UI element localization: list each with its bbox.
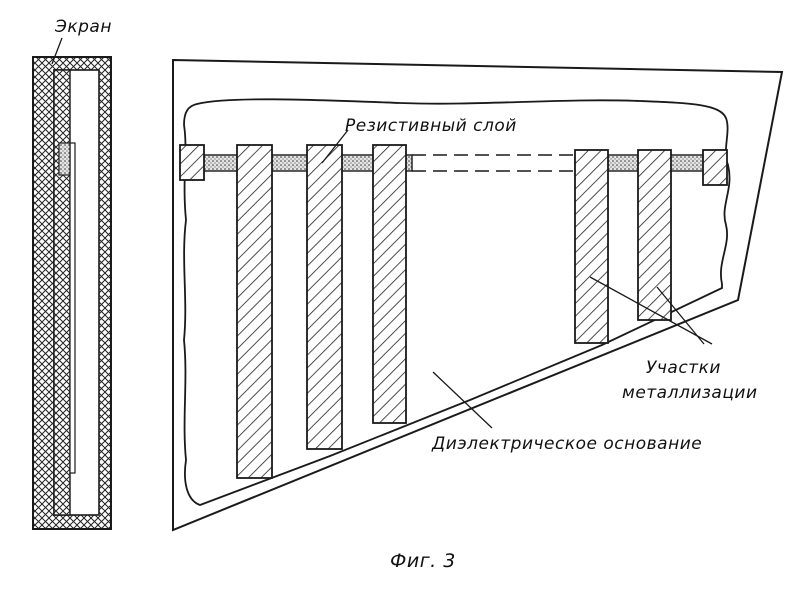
side-section-view: Экран — [33, 17, 112, 529]
dielectric-base-label: Диэлектрическое основание — [431, 434, 702, 454]
metallization-strip-5 — [638, 150, 671, 320]
metallization-section — [70, 143, 75, 473]
resistive-layer-section — [59, 143, 70, 175]
screen-label: Экран — [54, 17, 112, 37]
metallization-strip-1 — [237, 145, 272, 478]
figure-caption: Фиг. 3 — [390, 550, 456, 572]
resistive-layer-label: Резистивный слой — [345, 116, 517, 136]
front-plan-view: Резистивный слой Участки металлизации Ди… — [173, 60, 782, 530]
metallization-strip-2 — [307, 145, 342, 449]
terminal-contact-left — [180, 145, 204, 180]
dielectric-plate-section — [54, 70, 70, 515]
metallization-label-line1: Участки — [646, 358, 721, 378]
metallization-strip-4 — [575, 150, 608, 343]
terminal-contact-right — [703, 150, 727, 185]
metallization-label-line2: металлизации — [622, 383, 758, 403]
metallization-strip-3 — [373, 145, 406, 423]
